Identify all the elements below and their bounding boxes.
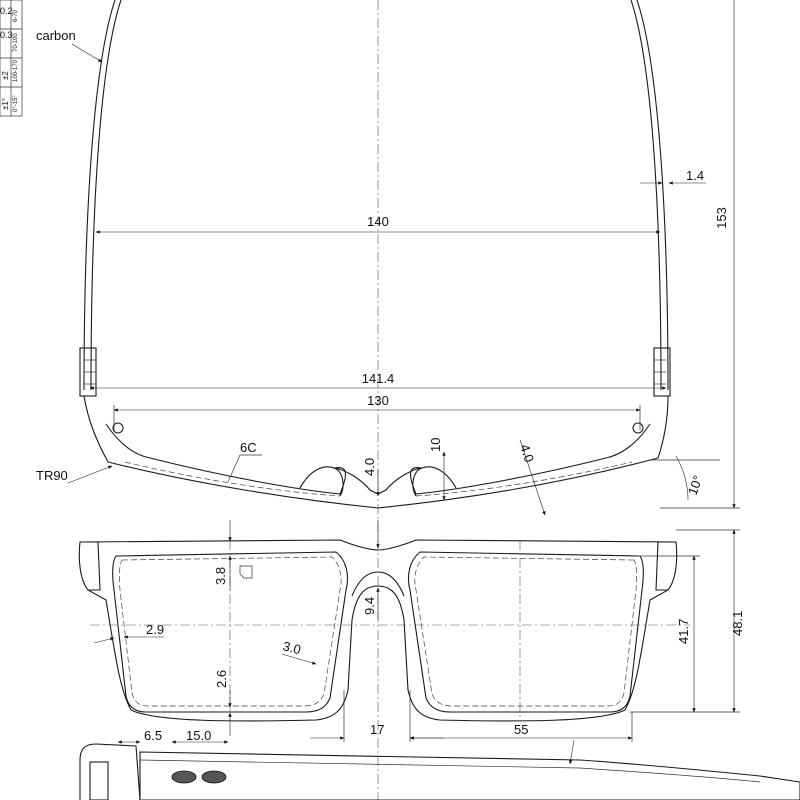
dim-rim-thickness: 4.0	[517, 442, 537, 464]
lens-right-groove	[414, 556, 637, 707]
end-piece-right	[655, 541, 676, 591]
temple-side-edge	[139, 759, 761, 783]
dim-nose-pad-depth: 10	[428, 438, 443, 452]
top-view	[79, 0, 671, 509]
dim-inner-groove: 2.9	[146, 622, 164, 637]
front-frame-top-outer	[83, 395, 669, 509]
front-frame-top-lens	[124, 461, 633, 497]
dim-hinge-length: 15.0	[186, 728, 211, 743]
title-range-1: 6-70	[13, 9, 19, 22]
side-end-piece	[79, 743, 141, 800]
title-range-2: 70-100	[13, 33, 19, 52]
dim-temple-spread: 140	[367, 214, 389, 229]
temple-right-outer	[636, 0, 669, 391]
nose-pad-right	[412, 466, 457, 497]
dim-frame-height: 48.1	[730, 611, 745, 636]
hinge-right	[632, 347, 671, 434]
temple-side	[139, 751, 800, 800]
dim-hinge-width: 141.4	[362, 371, 395, 386]
lens-right	[407, 551, 644, 713]
dim-bridge-depth: 4.0	[362, 458, 377, 476]
title-value-1: 0.2	[0, 6, 13, 16]
nose-pad-left	[299, 466, 344, 497]
title-range-4: 0°-15°	[13, 95, 19, 112]
title-block: 6-70 70-100 100-170 0°-15° 0.2 0.3 ±2 ±1…	[0, 0, 23, 117]
title-tol-4: ±1°	[1, 98, 10, 110]
dim-front-width: 130	[367, 393, 389, 408]
dim-lens-height: 41.7	[676, 619, 691, 644]
logo-mark	[239, 565, 253, 579]
dim-bridge-width: 17	[370, 722, 384, 737]
title-value-2: 0.3	[0, 30, 13, 40]
dim-hinge-offset: 6.5	[144, 728, 162, 743]
temple-left-outer	[83, 0, 116, 391]
side-view	[79, 743, 800, 800]
material-temple-label: carbon	[36, 28, 76, 43]
dim-base-curve: 6C	[240, 440, 257, 455]
material-front-label: TR90	[36, 468, 68, 483]
hinge-left	[79, 347, 124, 434]
hinge-screw-2	[201, 770, 227, 784]
dimensions-side-view: 6.5 15.0	[117, 728, 575, 765]
dim-face-angle: 10°	[685, 473, 706, 497]
dimensions-front-view: 3.8 9.4 2.9 3.0 2.6 17 55 41.7	[93, 520, 745, 742]
dim-bridge-height: 9.4	[362, 597, 377, 615]
temple-right-inner	[630, 0, 662, 391]
front-frame-outline	[78, 539, 678, 722]
lens-left	[112, 551, 349, 713]
material-callouts: carbon TR90	[36, 28, 113, 484]
end-piece-left	[80, 541, 101, 591]
dim-lower-rim: 2.6	[214, 670, 229, 688]
dim-lens-width: 55	[514, 722, 528, 737]
hinge-screw-1	[171, 770, 197, 784]
dim-temple-thickness: 1.4	[686, 168, 704, 183]
title-range-3: 100-170	[13, 59, 19, 82]
dimensions-top-view: 140 141.4 130 1.4 153 6C 4.0 10 4.0	[89, 0, 740, 516]
dim-upper-rim: 3.8	[213, 567, 228, 585]
end-piece-window	[89, 761, 109, 800]
dim-lower-groove: 3.0	[281, 638, 302, 657]
dim-total-length: 153	[714, 207, 729, 229]
title-tol-3: ±2	[1, 71, 10, 80]
temple-left-inner	[90, 0, 122, 391]
